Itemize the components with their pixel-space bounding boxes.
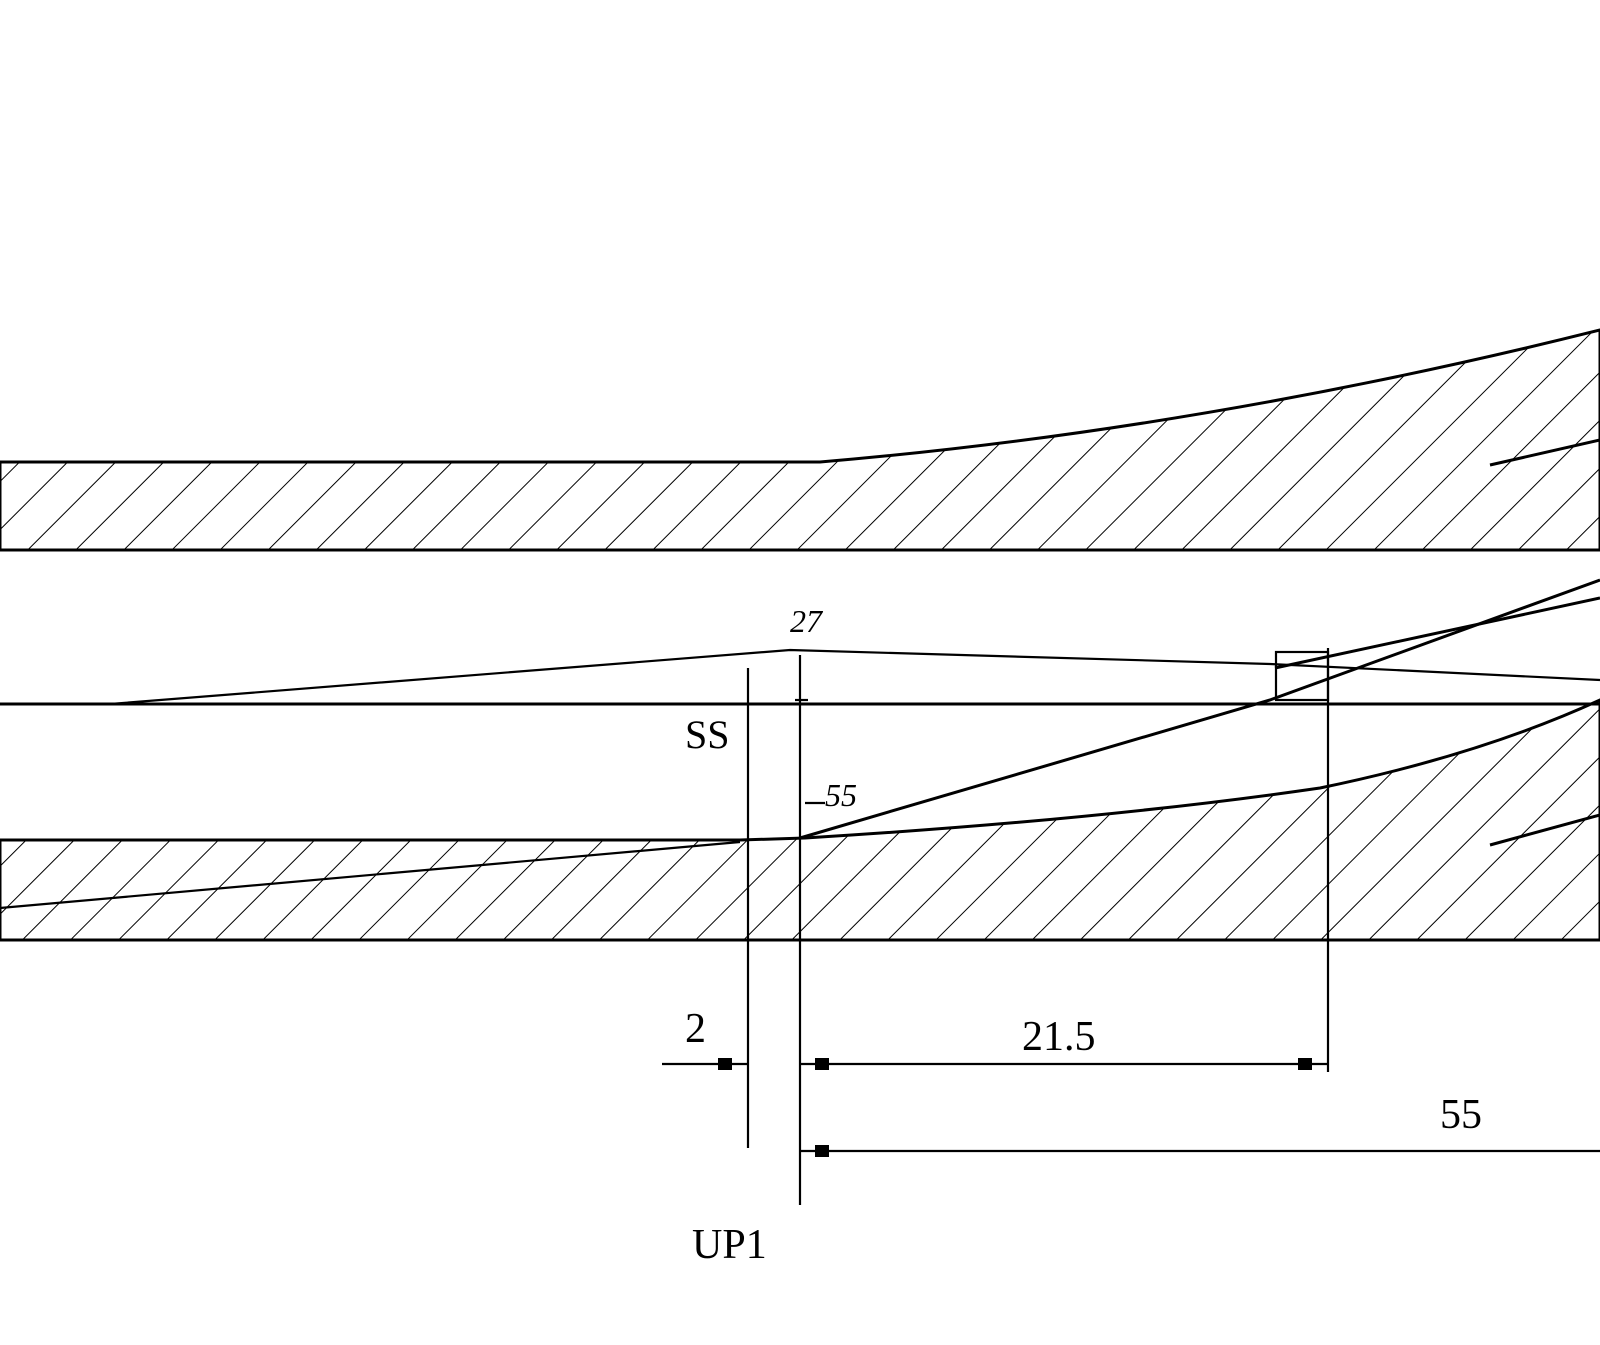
dim-21-5-tick-right	[1298, 1058, 1312, 1070]
label-mid-small: 55	[825, 777, 857, 813]
lower-rail-hatched	[0, 698, 1600, 942]
upper-wing-line	[1489, 438, 1600, 467]
lower-band-diagonal	[0, 840, 741, 910]
label-dim-2: 2	[685, 1006, 706, 1052]
lower-wing-line	[1489, 813, 1600, 847]
crossing-line-a	[799, 578, 1600, 840]
label-top-small: 27	[790, 603, 824, 639]
switch-rail-upper-edge	[109, 648, 1600, 706]
dim-55-tick-left	[815, 1145, 829, 1157]
dim-21-5-tick-left	[815, 1058, 829, 1070]
upper-rail-hatched	[0, 328, 1600, 552]
label-ss: SS	[685, 712, 730, 757]
label-dim-21-5: 21.5	[1022, 1014, 1096, 1060]
label-up1: UP1	[692, 1222, 767, 1268]
crossing-line-b	[1274, 596, 1600, 670]
label-dim-55: 55	[1440, 1092, 1482, 1138]
dim-2-tick	[718, 1058, 732, 1070]
